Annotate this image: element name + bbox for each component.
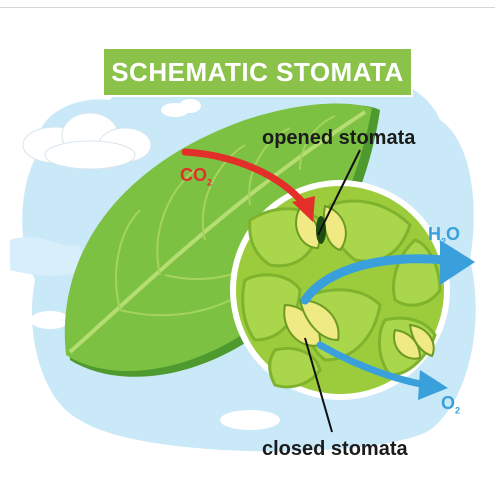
closed-stomata-label: closed stomata — [262, 438, 408, 461]
o2-label: O2 — [441, 393, 460, 416]
h2o-label: H2O — [428, 224, 460, 247]
title-banner: SCHEMATIC STOMATA — [104, 49, 411, 95]
opened-stomata-label: opened stomata — [262, 127, 415, 150]
co2-label: CO2 — [180, 165, 212, 188]
page-title: SCHEMATIC STOMATA — [111, 57, 404, 88]
